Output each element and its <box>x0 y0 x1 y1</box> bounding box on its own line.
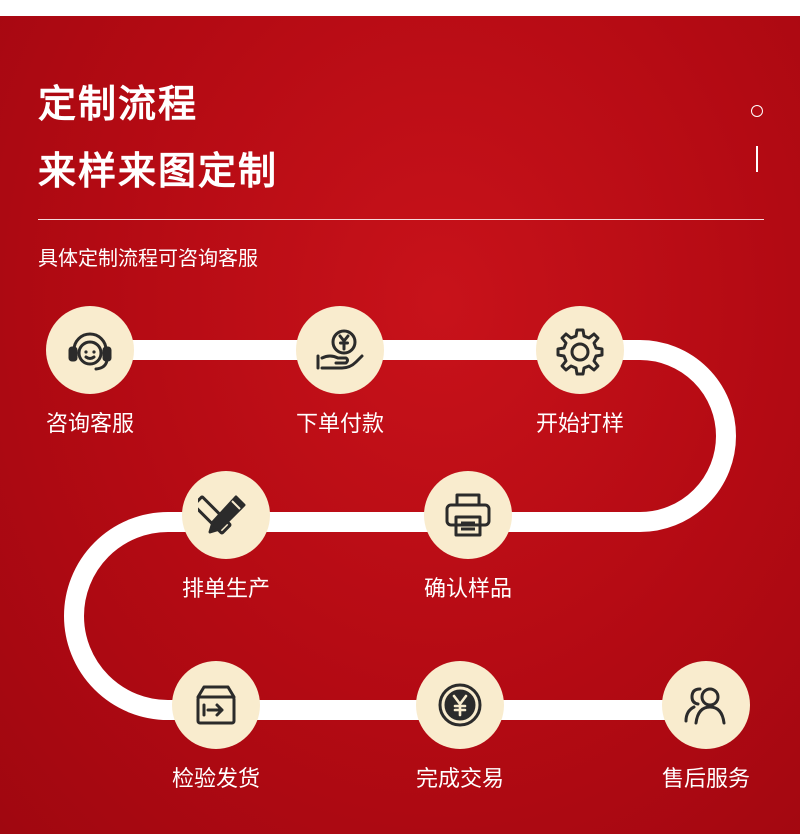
customer-service-icon <box>68 332 112 371</box>
step-label: 咨询客服 <box>45 412 134 437</box>
step-icon-circle <box>172 661 260 749</box>
step-icon-circle <box>46 306 134 394</box>
step-label: 确认样品 <box>423 577 512 602</box>
step-icon-circle <box>296 306 384 394</box>
payment-hand-icon <box>316 329 364 370</box>
step-label: 下单付款 <box>295 412 384 437</box>
step-label: 开始打样 <box>535 412 624 437</box>
step-label: 完成交易 <box>415 767 504 792</box>
box-arrow-icon <box>196 685 236 725</box>
yen-coin-icon <box>438 683 482 727</box>
decorative-circle <box>751 105 763 117</box>
page-title: 定制流程 <box>38 82 199 126</box>
printer-icon <box>445 493 491 537</box>
step-icon-circle <box>424 471 512 559</box>
page-subtitle: 来样来图定制 <box>38 149 279 193</box>
users-icon <box>684 687 726 725</box>
pencil-ruler-icon <box>198 495 246 535</box>
step-label: 排单生产 <box>181 577 270 602</box>
gear-icon <box>556 328 604 376</box>
step-icon-circle <box>416 661 504 749</box>
step-label: 售后服务 <box>661 767 750 792</box>
step-icon-circle <box>536 306 624 394</box>
step-icon-circle <box>182 471 270 559</box>
step-icon-circle <box>662 661 750 749</box>
divider <box>38 219 764 220</box>
decorative-bar <box>756 146 758 172</box>
description-text: 具体定制流程可咨询客服 <box>38 246 258 270</box>
step-label: 检验发货 <box>171 767 260 792</box>
